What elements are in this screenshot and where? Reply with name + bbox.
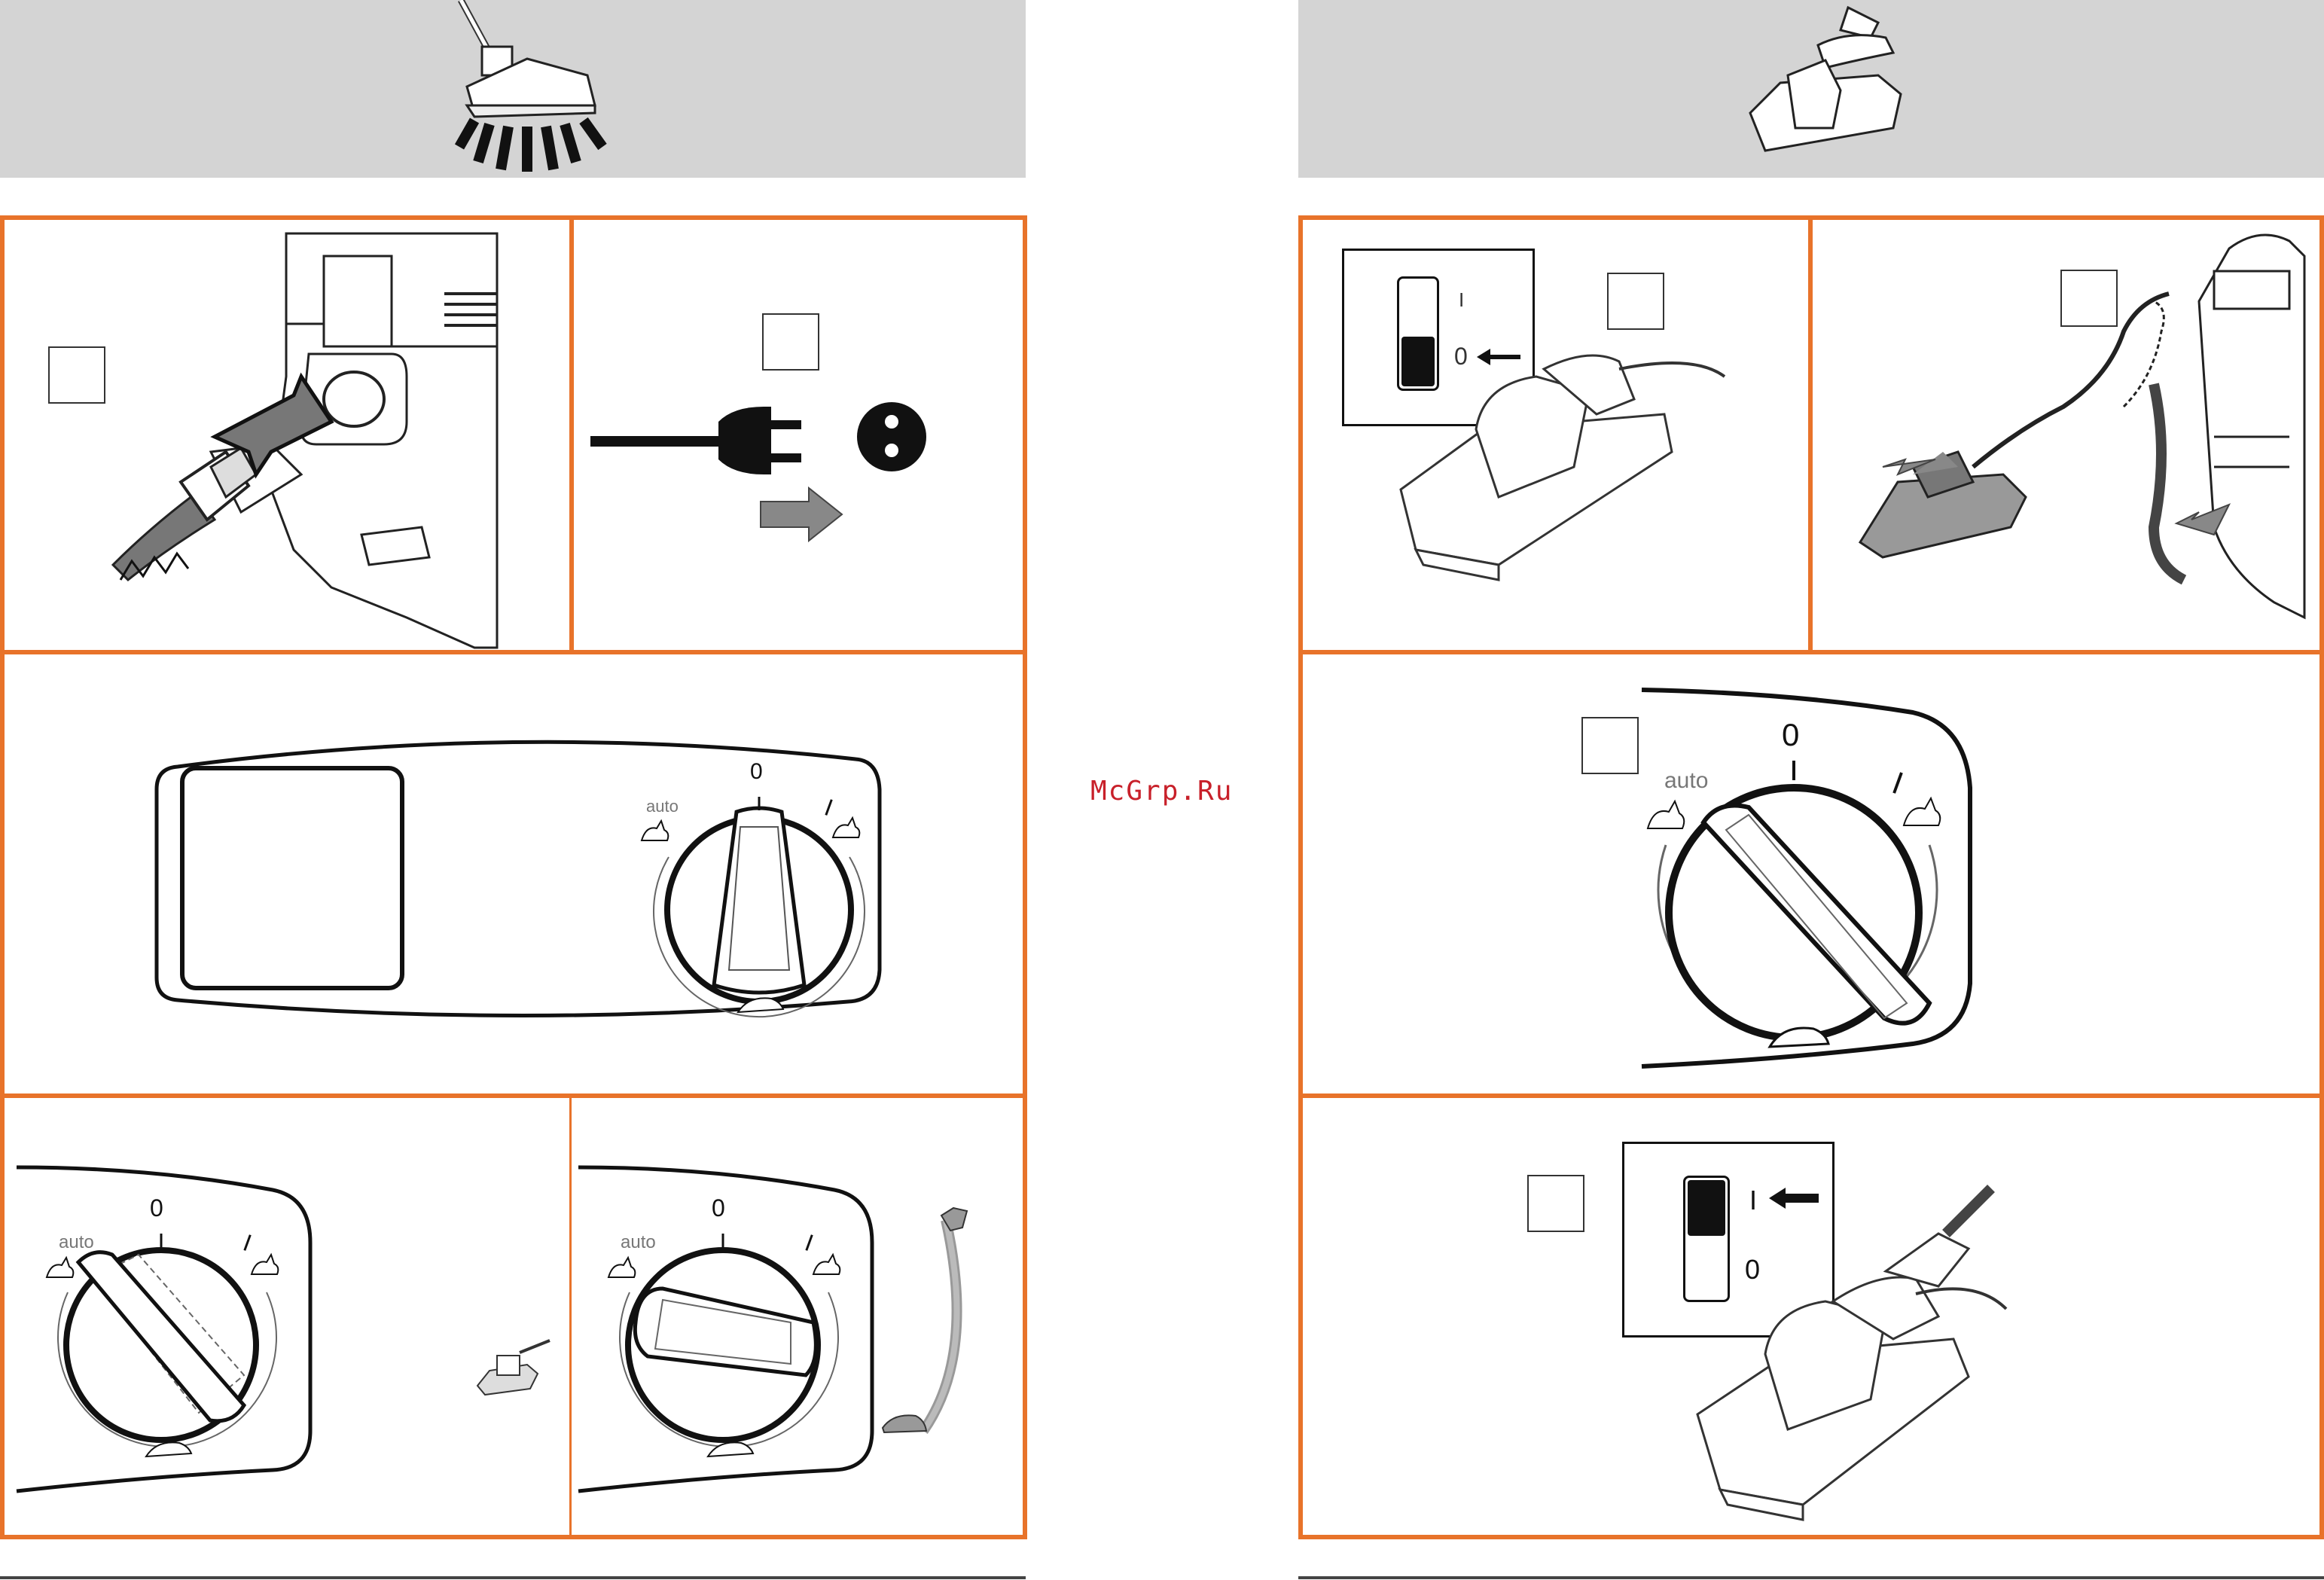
hose-connection-illustration [75, 226, 497, 648]
left-divider-v1 [569, 215, 574, 654]
turtle-icon [703, 1438, 756, 1461]
dial-auto-label: auto [621, 1232, 656, 1253]
right-divider-2 [1298, 1093, 2324, 1098]
steam-iron-icon [1735, 0, 1901, 178]
left-header-band [0, 0, 1026, 178]
dial-large[interactable]: 0 auto I [1636, 717, 1952, 1056]
right-divider-v1 [1808, 215, 1813, 654]
dial-auto-position[interactable]: 0 auto I [41, 1194, 289, 1466]
left-footer-line [0, 1576, 1026, 1579]
hare-icon [605, 1255, 639, 1282]
hare-icon [810, 1252, 843, 1279]
dial-knob[interactable] [646, 759, 872, 1015]
steam-iron-icon [474, 1325, 557, 1408]
dial-zero-label: 0 [712, 1194, 725, 1222]
arrow-icon [761, 488, 843, 541]
left-divider-2 [0, 1093, 1027, 1098]
dial-auto-label: auto [1664, 768, 1708, 794]
hare-icon [249, 1252, 282, 1279]
left-divider-1 [0, 650, 1027, 654]
step-number-box [1581, 717, 1639, 774]
turtle-icon [142, 1438, 194, 1461]
iron-connection-illustration [1838, 226, 2304, 618]
dial-zero-label: 0 [750, 759, 763, 785]
hare-icon [44, 1255, 77, 1282]
right-footer-line [1298, 1576, 2324, 1579]
vacuum-floor-nozzle-icon [444, 0, 625, 178]
hare-icon [639, 818, 672, 845]
turtle-icon [1764, 1023, 1831, 1053]
steam-iron-illustration [1690, 1188, 2036, 1520]
dial-zero-label: 0 [1782, 717, 1799, 753]
dial-auto-label: auto [59, 1232, 94, 1253]
step-number-box [762, 313, 819, 371]
turtle-icon [733, 994, 786, 1017]
switch-on-label: I [1459, 288, 1464, 312]
right-header-band [1298, 0, 2324, 178]
step-number-box [1607, 273, 1664, 330]
dial-mid-position[interactable]: 0 auto I [602, 1194, 851, 1466]
hare-icon [830, 815, 863, 842]
socket-icon [855, 401, 928, 473]
hare-icon [1899, 794, 1944, 831]
speed-scale-icon [878, 1205, 976, 1461]
dial-zero-label: 0 [150, 1194, 163, 1222]
steam-iron-illustration [1393, 354, 1694, 595]
hare-icon [1643, 797, 1688, 834]
left-divider-v2 [569, 1093, 572, 1539]
dial-auto-label: auto [646, 797, 679, 816]
dial-center[interactable]: 0 auto I [646, 759, 872, 1015]
step-number-box [1527, 1175, 1584, 1232]
watermark: McGrp.Ru [1090, 776, 1249, 806]
